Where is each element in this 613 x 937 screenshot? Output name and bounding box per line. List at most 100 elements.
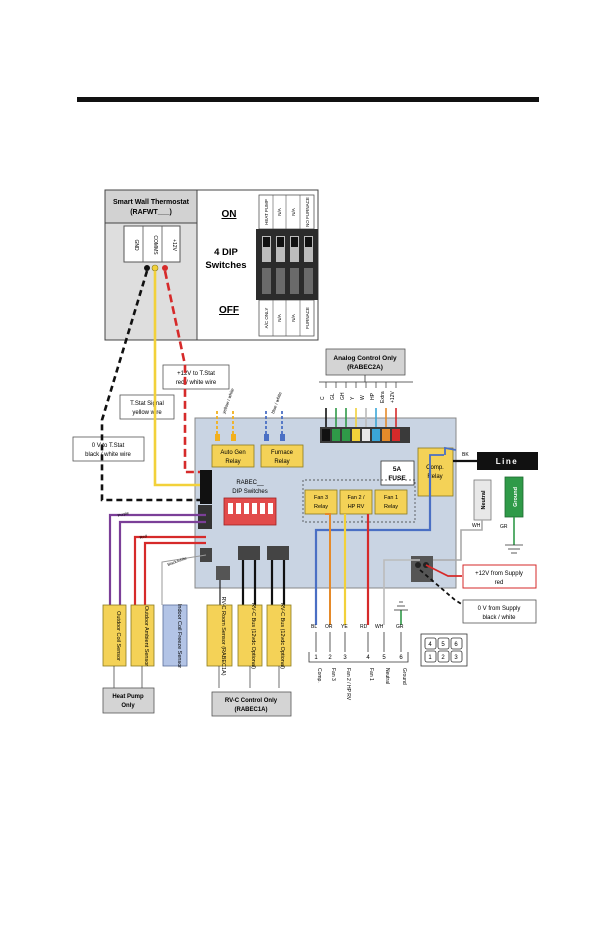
analog-terminal-y: Y bbox=[350, 396, 356, 400]
svg-text:Outdoor Ambient Sensor: Outdoor Ambient Sensor bbox=[143, 606, 149, 666]
screw-12v[interactable] bbox=[392, 429, 400, 441]
svg-text:Fan 3: Fan 3 bbox=[314, 495, 328, 501]
rvc-room-sensor: RV-C Room Sensor (RABEC1A) bbox=[206, 596, 233, 676]
analog-terminal-12v: +12V bbox=[390, 391, 396, 403]
wire-neutral-white bbox=[383, 559, 420, 625]
pin-1-function: Comp. bbox=[316, 668, 322, 683]
svg-text:RV-C Bus (12vdc Optional): RV-C Bus (12vdc Optional) bbox=[279, 603, 285, 669]
wire-label-or: OR bbox=[325, 624, 333, 630]
svg-text:black / white wire: black / white wire bbox=[85, 452, 131, 458]
note-yellow-white: yellow / white bbox=[221, 387, 235, 414]
svg-text:Line: Line bbox=[496, 457, 518, 466]
dip1-off-label: A/C ONLY bbox=[264, 308, 269, 329]
screw-hp[interactable] bbox=[372, 429, 380, 441]
wire-label-bl: BL bbox=[311, 624, 317, 630]
rvc-bus2-connector bbox=[267, 546, 289, 560]
svg-text:6: 6 bbox=[454, 642, 458, 648]
svg-text:Relay: Relay bbox=[225, 459, 240, 465]
screw-extra[interactable] bbox=[382, 429, 390, 441]
svg-text:Ground: Ground bbox=[513, 487, 519, 507]
pin-5-function: Neutral bbox=[384, 668, 390, 684]
svg-text:0 V to T.Stat: 0 V to T.Stat bbox=[92, 443, 125, 449]
fuse: 5A FUSE bbox=[380, 460, 415, 486]
svg-text:red: red bbox=[495, 580, 504, 586]
output-connector: 1 2 3 4 5 6 Comp. Fan 3 Fan 2 / HP RV Fa… bbox=[308, 632, 409, 701]
furnace-relay: Furnace Relay blue / white bbox=[260, 391, 304, 468]
svg-text:5: 5 bbox=[441, 642, 445, 648]
svg-text:Indoor Coil Freeze Sensor: Indoor Coil Freeze Sensor bbox=[176, 604, 182, 668]
svg-text:2: 2 bbox=[441, 655, 445, 661]
screw-gh[interactable] bbox=[342, 429, 350, 441]
pin-2: 2 bbox=[328, 655, 332, 661]
outdoor-ambient-sensor: Outdoor Ambient Sensor bbox=[130, 604, 155, 667]
supply-red-wire bbox=[425, 564, 462, 577]
furnace-terminal-2[interactable] bbox=[280, 434, 285, 441]
ground-power: Ground GR bbox=[500, 476, 524, 554]
svg-text:Relay: Relay bbox=[314, 504, 328, 510]
svg-text:Heat Pump: Heat Pump bbox=[112, 694, 144, 700]
dip3-on-label: N/A bbox=[291, 208, 296, 216]
screw-w[interactable] bbox=[362, 429, 370, 441]
board-dip-switches: RABEC__ DIP Switches bbox=[223, 480, 277, 526]
callout-plus12-tstat: +12V to T.Stat red / white wire bbox=[162, 364, 230, 390]
pin-3-function: Fan 2 / HP RV bbox=[345, 668, 351, 701]
dip1-on-label: HEAT PUMP bbox=[264, 199, 269, 225]
dip4-toggle[interactable] bbox=[305, 237, 312, 247]
dip-on-label: ON bbox=[222, 209, 237, 220]
sensor-input-connector bbox=[198, 505, 212, 529]
svg-text:(RABEC1A): (RABEC1A) bbox=[235, 707, 268, 713]
auto-gen-relay: Auto Gen Relay yellow / white bbox=[211, 387, 255, 468]
svg-text:Neutral: Neutral bbox=[481, 490, 487, 509]
bk-label: BK bbox=[462, 452, 469, 458]
tstat-input-connector bbox=[200, 470, 212, 504]
callout-supply-zero: 0 V from Supply black / white bbox=[462, 599, 537, 624]
neutral-power: Neutral WH bbox=[420, 479, 492, 561]
svg-text:Relay: Relay bbox=[384, 504, 398, 510]
screw-gl[interactable] bbox=[332, 429, 340, 441]
svg-text:black / white: black / white bbox=[482, 615, 516, 621]
comms-terminal-dot bbox=[151, 264, 159, 272]
relay-bus-outline bbox=[302, 479, 416, 523]
dip4-off-label: FURNACE bbox=[305, 307, 310, 329]
dip1-toggle[interactable] bbox=[263, 237, 270, 247]
auto-gen-terminal-1[interactable] bbox=[215, 434, 220, 441]
svg-text:4: 4 bbox=[428, 642, 432, 648]
svg-text:5A: 5A bbox=[393, 466, 402, 473]
terminal-comms: COMMS bbox=[152, 235, 158, 255]
svg-text:DIP Switches: DIP Switches bbox=[232, 489, 268, 495]
furnace-terminal-1[interactable] bbox=[264, 434, 269, 441]
wire-gnd-black-white bbox=[100, 270, 206, 502]
svg-text:Relay: Relay bbox=[427, 474, 442, 480]
supply-black-white-wire bbox=[419, 569, 464, 606]
line-power: Line BK bbox=[453, 452, 538, 470]
dip3-off-label: N/A bbox=[291, 314, 296, 322]
svg-text:Fan 2 /: Fan 2 / bbox=[347, 495, 365, 501]
svg-text:yellow wire: yellow wire bbox=[132, 410, 162, 416]
dip4-on-label: NO FURNACE bbox=[305, 197, 310, 227]
heat-pump-only-label: Heat Pump Only bbox=[102, 687, 155, 714]
svg-text:0 V from Supply: 0 V from Supply bbox=[478, 606, 521, 612]
analog-terminal-gl: GL bbox=[330, 393, 336, 400]
screw-c[interactable] bbox=[322, 429, 330, 441]
auto-gen-terminal-2[interactable] bbox=[231, 434, 236, 441]
screw-y[interactable] bbox=[352, 429, 360, 441]
rvc-bus1-connector bbox=[238, 546, 260, 560]
note-red: Red bbox=[139, 533, 147, 540]
pin-6: 6 bbox=[399, 655, 403, 661]
dip2-toggle[interactable] bbox=[277, 237, 284, 247]
rvc-bus-2: RV-C Bus (12vdc Optional) bbox=[266, 603, 292, 669]
note-blue-white: blue / white bbox=[270, 391, 283, 415]
wire-fan3-orange bbox=[325, 513, 331, 625]
plus12-terminal-dot bbox=[162, 265, 168, 271]
dip3-toggle[interactable] bbox=[291, 237, 298, 247]
thermostat-terminal-strip bbox=[123, 225, 181, 263]
svg-text:1: 1 bbox=[428, 655, 432, 661]
pin-3: 3 bbox=[343, 655, 347, 661]
svg-text:HP RV: HP RV bbox=[348, 504, 365, 510]
pin-1: 1 bbox=[314, 655, 318, 661]
wire-label-rd: RD bbox=[360, 624, 368, 630]
rvc-control-only-label: RV-C Control Only (RABEC1A) bbox=[211, 691, 292, 717]
svg-text:RV-C Control Only: RV-C Control Only bbox=[225, 698, 278, 704]
callout-tstat-signal: T.Stat Signal yellow wire bbox=[119, 394, 175, 420]
svg-text:Furnace: Furnace bbox=[271, 450, 294, 456]
